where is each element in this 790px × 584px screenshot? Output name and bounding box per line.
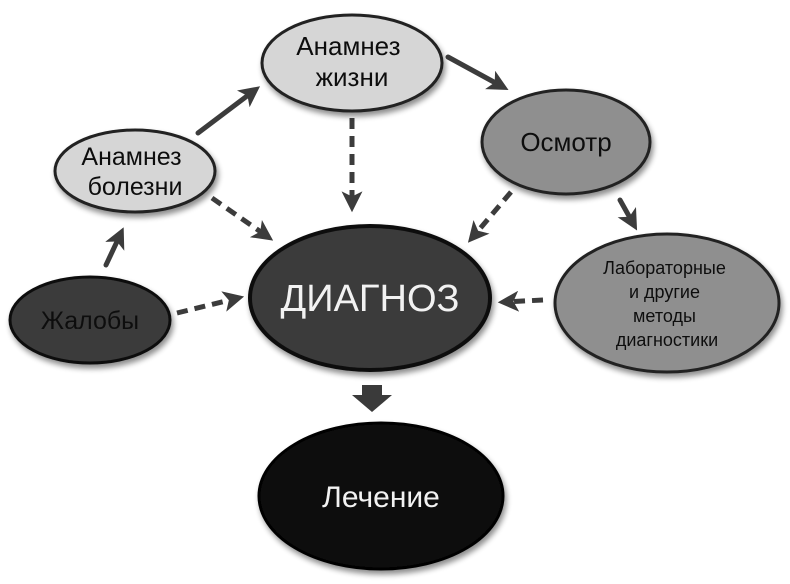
node-zhaloby: Жалобы (8, 275, 172, 365)
dashed-arrows (176, 118, 544, 316)
arrow-anamnez-bolezni-to-diagnoz (210, 195, 274, 241)
node-diagnoz: ДИАГНОЗ (248, 224, 492, 372)
svg-text:Осмотр: Осмотр (520, 127, 611, 157)
arrow-osmotr-to-laboratory (617, 197, 638, 231)
node-diagnoz-label: ДИАГНОЗ (281, 278, 460, 320)
solid-arrows (103, 54, 638, 268)
node-anamnez-zhizni-line-2: жизни (316, 62, 389, 92)
arrow-osmotr-to-diagnoz (467, 190, 513, 243)
node-laboratory: Лабораторные и другие методы диагностики (553, 232, 781, 374)
svg-text:Анамнез жизни: Анамнез жизни (296, 31, 407, 92)
node-zhaloby-label: Жалобы (41, 307, 139, 335)
node-laboratory-line-2: и другие (629, 282, 700, 302)
node-anamnez-zhizni: Анамнез жизни (260, 13, 444, 113)
svg-text:Лабораторные и другие: Лабораторные и другие методы диагностики (603, 258, 731, 350)
svg-text:Лечение: Лечение (322, 481, 440, 514)
svg-text:Жалобы: Жалобы (41, 307, 139, 335)
arrow-anamnez-zhizni-to-osmotr (445, 54, 509, 91)
node-osmotr-label: Осмотр (520, 127, 611, 157)
arrow-zhaloby-to-diagnoz (176, 291, 245, 316)
svg-text:ДИАГНОЗ: ДИАГНОЗ (281, 278, 460, 320)
node-laboratory-line-1: Лабораторные (603, 258, 726, 278)
node-lechenie-label: Лечение (322, 481, 440, 514)
node-anamnez-bolezni-line-1: Анамнез (81, 143, 181, 171)
node-anamnez-bolezni-line-2: болезни (88, 173, 183, 201)
block-arrow-diagnoz-to-lechenie (352, 385, 392, 412)
node-anamnez-bolezni: Анамнез болезни (53, 128, 217, 214)
arrow-anamnez-bolezni-to-anamnez-zhizni (195, 86, 261, 136)
arrow-laboratory-to-diagnoz (497, 290, 544, 312)
node-osmotr: Осмотр (480, 88, 652, 196)
svg-text:Анамнез болезни: Анамнез болезни (81, 143, 188, 201)
node-anamnez-zhizni-line-1: Анамнез (296, 31, 400, 61)
node-lechenie: Лечение (257, 421, 505, 571)
arrow-zhaloby-to-anamnez-bolezni (103, 227, 125, 268)
node-laboratory-line-3: методы (633, 306, 696, 326)
node-laboratory-line-4: диагностики (616, 330, 718, 350)
